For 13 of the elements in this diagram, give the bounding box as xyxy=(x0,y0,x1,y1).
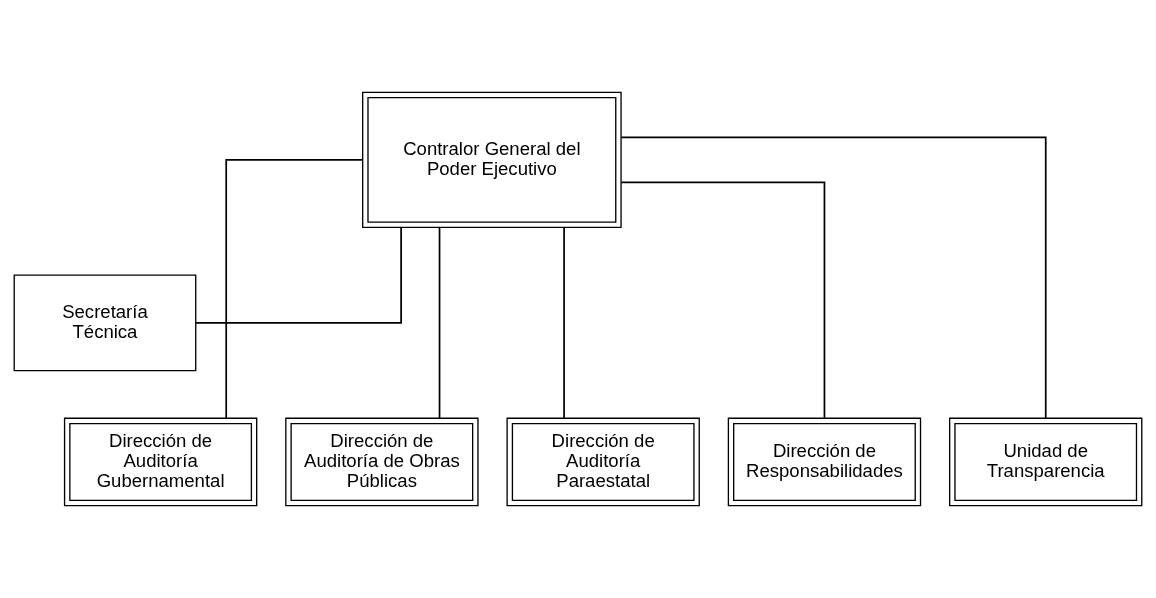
node-box: Secretaría Técnica xyxy=(13,274,197,372)
node-box: Contralor General del Poder Ejecutivo xyxy=(362,91,622,229)
connector xyxy=(620,181,826,419)
node-box: Unidad de Transparencia xyxy=(949,417,1143,507)
connector xyxy=(620,136,1047,420)
connector xyxy=(195,226,402,324)
node-box: Dirección de Responsabilidades xyxy=(727,417,922,507)
node-box: Dirección de Auditoría de Obras Públicas xyxy=(285,417,479,507)
connector xyxy=(225,159,364,419)
node-box: Dirección de Auditoría Gubernamental xyxy=(63,417,258,507)
node-box: Dirección de Auditoría Paraestatal xyxy=(506,417,700,507)
connector xyxy=(438,226,441,420)
connector xyxy=(563,226,565,420)
